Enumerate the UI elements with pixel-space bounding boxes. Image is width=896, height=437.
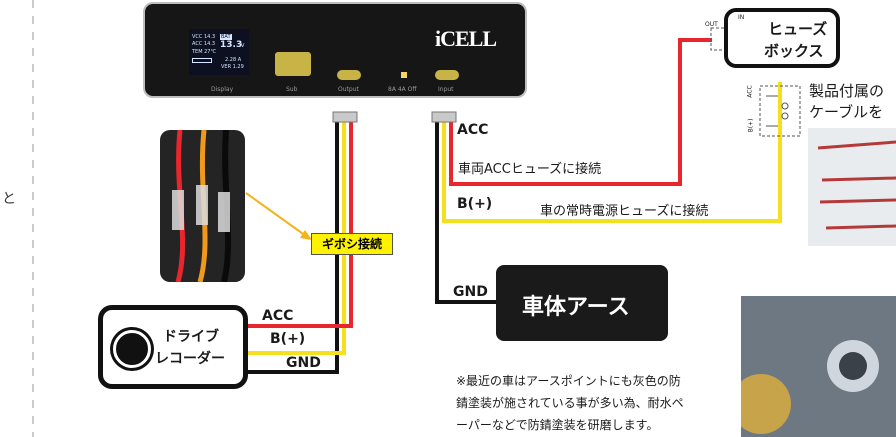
svg-text:と: と — [2, 191, 16, 207]
recorder-bplus-label: B(+) — [270, 331, 306, 347]
input-port-label: Input — [438, 86, 454, 93]
product-cable-note-line2: ケーブルを — [809, 103, 884, 121]
relay-bplus-label: B(+) — [747, 118, 755, 133]
camera-lens-icon — [113, 330, 151, 368]
switch-label: 8A 4A Off — [388, 86, 417, 93]
recorder-name-line1: ドライブ — [163, 329, 219, 345]
gnd-wire-label: GND — [453, 284, 488, 300]
input-black-wire — [435, 118, 496, 304]
lcd-display: VCC 14.3 BAT ACC 14.3 13.3 V TEM 27℃ 2.2… — [189, 29, 249, 75]
bplus-wire-label: B(+) — [457, 196, 493, 212]
sub-port — [275, 52, 311, 76]
sub-port-label: Sub — [286, 86, 298, 93]
switch-indicator — [401, 72, 407, 78]
output-connector — [332, 111, 358, 123]
gibo-connection-photo — [160, 130, 245, 282]
output-port-label: Output — [338, 86, 359, 93]
relay-dashed-box — [759, 85, 801, 137]
device-logo: iCELL — [435, 26, 497, 51]
battery-icon — [192, 58, 212, 63]
output-yellow-wire — [248, 118, 346, 355]
note-line3: ーパーなどで防錆塗装を研磨します。 — [456, 418, 659, 432]
ground-photo-illustration — [741, 296, 896, 437]
lcd-version: VER 1.29 — [221, 64, 244, 70]
recorder-acc-label: ACC — [262, 308, 294, 324]
bplus-wire-description: 車の常時電源ヒューズに接続 — [540, 204, 709, 219]
output-red-wire — [248, 118, 353, 328]
ground-point-photo — [741, 296, 896, 437]
drive-recorder-box: ドライブ レコーダー — [98, 305, 248, 389]
cable-photo-illustration — [817, 140, 896, 230]
fuse-in-label: IN — [738, 14, 745, 21]
gibo-connection-label: ギボシ接続 — [311, 233, 393, 255]
icell-device: VCC 14.3 BAT ACC 14.3 13.3 V TEM 27℃ 2.2… — [143, 2, 527, 98]
recorder-name-line2: レコーダー — [155, 351, 225, 367]
output-port — [337, 70, 361, 80]
lcd-big-unit: V — [241, 43, 245, 49]
product-cable-note-line1: 製品付属の — [809, 82, 885, 100]
fuse-box-title-line1: ヒューズ — [768, 20, 828, 38]
input-connector — [431, 111, 457, 123]
relay-acc-label: ACC — [746, 85, 754, 98]
display-port-label: Display — [211, 86, 234, 93]
input-port — [435, 70, 459, 80]
acc-wire-description: 車両ACCヒューズに接続 — [458, 162, 602, 177]
fuse-box-panel: ヒューズ ボックス — [724, 8, 840, 68]
lcd-current: 2.28 A — [225, 57, 242, 63]
fuse-box-title-line2: ボックス — [764, 42, 824, 60]
note-line2: 錆塗装が施されている事が多い為、耐水ペ — [456, 396, 684, 410]
fuse-out-label: OUT — [705, 21, 718, 28]
input-yellow-wire — [442, 82, 782, 223]
lcd-line2: ACC 14.3 — [192, 41, 216, 47]
lcd-bat-tag: BAT — [220, 34, 232, 40]
vehicle-ground-box: 車体アース — [496, 265, 668, 341]
input-red-wire — [449, 38, 712, 186]
lcd-line3: TEM 27℃ — [192, 49, 217, 55]
acc-wire-label: ACC — [457, 122, 489, 138]
gibo-pointer-arrow — [245, 192, 307, 237]
margin-dashed-line: と — [2, 0, 34, 437]
lcd-big-value: 13.3 — [220, 40, 243, 50]
wires-illustration — [172, 130, 232, 282]
note-line1: ※最近の車はアースポイントにも灰色の防 — [456, 374, 681, 388]
lcd-line1: VCC 14.3 — [192, 34, 216, 40]
cable-photo — [808, 128, 896, 246]
vehicle-ground-label: 車体アース — [522, 295, 630, 320]
output-black-wire — [248, 118, 339, 374]
recorder-gnd-label: GND — [286, 355, 321, 371]
